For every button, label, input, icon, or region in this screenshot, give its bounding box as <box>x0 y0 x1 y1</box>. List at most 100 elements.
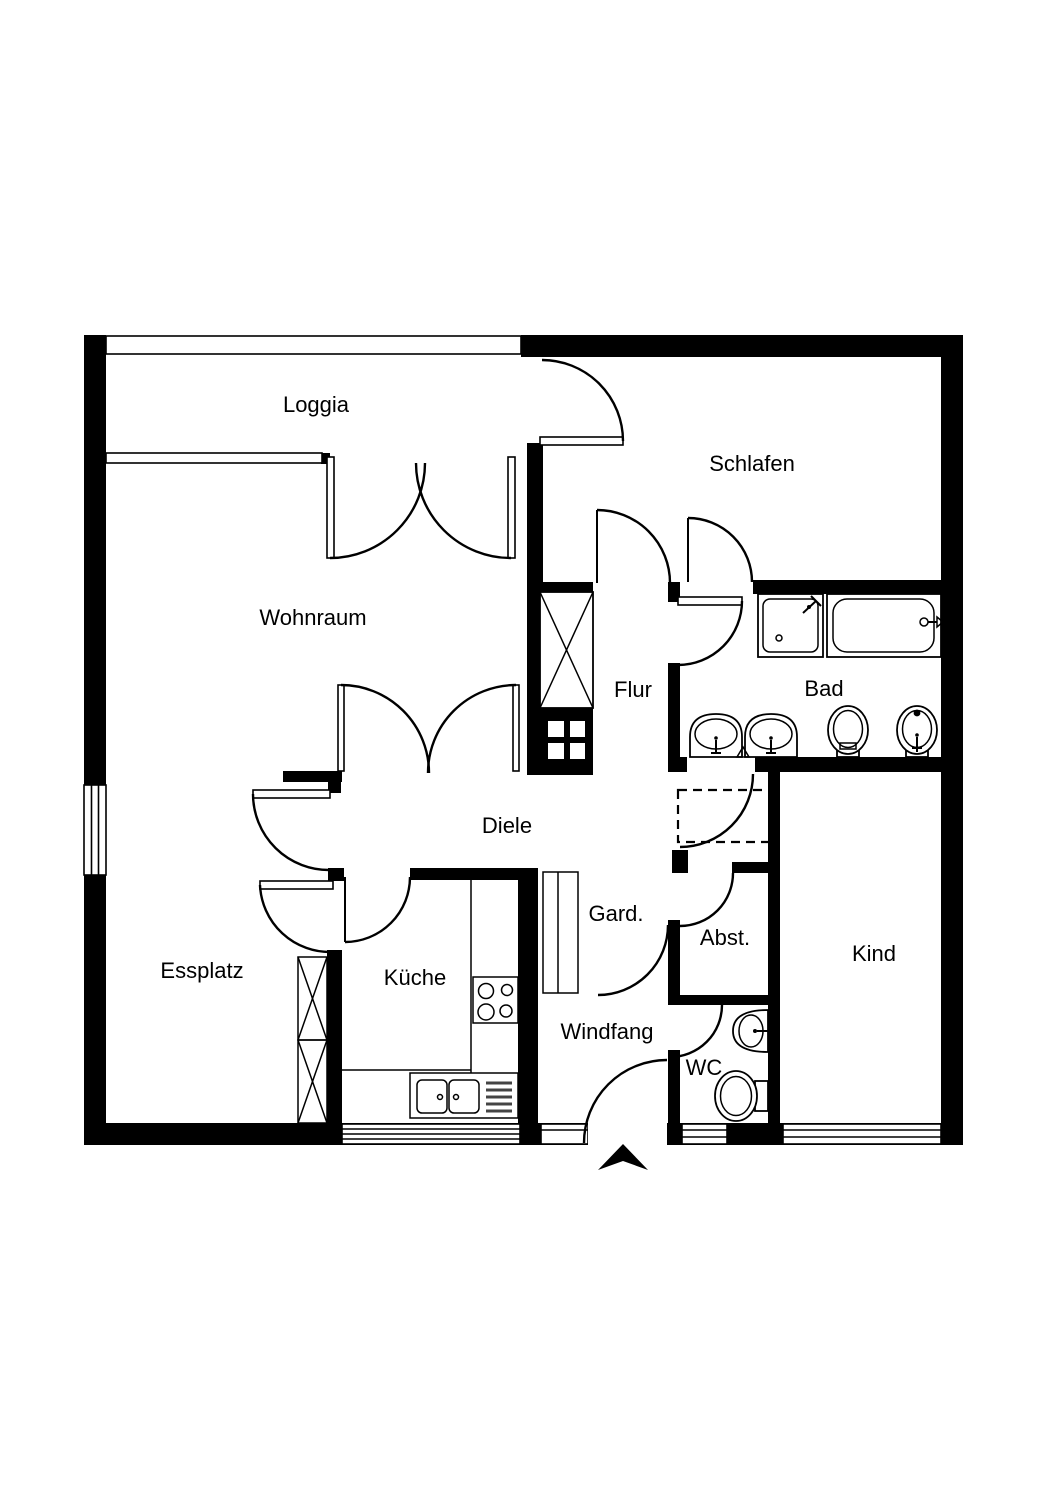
door-entrance <box>582 1058 668 1144</box>
door-leaf <box>512 684 520 772</box>
wc-sink-icon <box>732 1009 769 1053</box>
wall-bad-south-right <box>755 757 941 772</box>
room-label-abst: Abst. <box>700 925 750 950</box>
room-label-kueche: Küche <box>384 965 446 990</box>
loggia-railing <box>105 335 522 355</box>
washbasin-icon <box>689 713 743 758</box>
window-endblock <box>321 453 330 464</box>
door-arc <box>414 462 512 560</box>
wall-schlafen-west <box>527 443 543 775</box>
door-arc <box>258 884 333 954</box>
wall-wohnraum-stub <box>283 771 342 782</box>
shaft-icon <box>540 708 593 775</box>
room-label-kind: Kind <box>852 941 896 966</box>
wall-bad-south-left <box>668 757 687 772</box>
wc-toilet-icon <box>714 1070 769 1122</box>
door-essplatz-diele <box>251 789 331 872</box>
door-leaf <box>326 456 335 559</box>
stove-icon <box>472 976 519 1024</box>
french-door-loggia <box>326 456 516 560</box>
wall-stub-block1 <box>328 780 341 793</box>
wall-gard-abst <box>668 920 680 1005</box>
room-label-gard: Gard. <box>588 901 643 926</box>
room-label-flur: Flur <box>614 677 652 702</box>
wall-windfang-wc <box>668 1050 680 1123</box>
wall-stub-block2 <box>328 868 344 881</box>
wall-top <box>521 335 963 357</box>
room-label-diele: Diele <box>482 813 532 838</box>
room-label-loggia: Loggia <box>283 392 350 417</box>
door-arc <box>597 924 670 997</box>
door-kueche <box>344 876 412 944</box>
door-leaf <box>539 436 624 446</box>
wall-kind-west <box>768 757 780 1123</box>
door-bad <box>677 596 744 667</box>
wardrobe-icon <box>539 591 594 709</box>
kitchen-counter <box>342 880 472 1073</box>
walls <box>84 335 963 1145</box>
door-flur-schlafen-2 <box>687 516 754 583</box>
cabinet-icon <box>297 956 328 1124</box>
entrance-opening <box>588 1122 667 1146</box>
room-labels: Loggia Schlafen Wohnraum Flur Bad Diele … <box>160 392 896 1080</box>
entrance-threshold <box>540 1123 589 1145</box>
door-wc <box>669 1004 724 1059</box>
door-leaf <box>337 684 345 772</box>
wall-schlafen-south-mid <box>668 582 680 596</box>
wall-abst-north <box>732 862 768 873</box>
window-left-wall <box>83 784 107 876</box>
wall-schlafen-south-right <box>753 580 941 594</box>
room-label-wc: WC <box>686 1055 723 1080</box>
basin-divider <box>735 745 751 758</box>
door-leaf <box>252 789 331 799</box>
loggia-window <box>105 452 323 464</box>
door-arc <box>426 683 517 774</box>
windows <box>83 335 942 1146</box>
window-kind <box>782 1123 942 1145</box>
window-wc <box>681 1123 728 1145</box>
kitchen-sink-icon <box>409 1072 519 1119</box>
door-windfang <box>597 924 670 997</box>
wall-right <box>941 335 963 1145</box>
door-arc <box>679 872 735 928</box>
toilet-icon <box>827 705 869 758</box>
wall-kueche-east <box>518 868 538 1123</box>
door-arc <box>541 358 625 442</box>
washbasin-icon <box>744 713 798 758</box>
bidet-icon <box>896 705 938 758</box>
door-flur-schlafen-1 <box>596 508 672 584</box>
window-kueche <box>341 1123 521 1145</box>
shower-icon <box>757 593 824 658</box>
door-arc <box>687 516 754 583</box>
wall-essplatz-kueche <box>327 950 342 1123</box>
wall-abst-north-stub <box>672 850 688 873</box>
door-arc <box>344 876 412 944</box>
double-door-wohnraum-diele <box>337 683 520 774</box>
wall-flur-bad-stub <box>668 594 680 602</box>
wall-wc-north <box>668 995 780 1005</box>
fixtures <box>409 593 945 1122</box>
door-leaf <box>259 880 334 890</box>
door-abst <box>679 872 735 928</box>
wall-schlafen-south-left <box>527 582 593 594</box>
room-label-schlafen: Schlafen <box>709 451 795 476</box>
door-leaf <box>677 596 743 606</box>
door-arc <box>669 1004 724 1059</box>
door-arc <box>679 773 755 849</box>
door-leaf <box>507 456 516 559</box>
built-ins <box>297 591 594 1124</box>
entrance-arrow-icon <box>598 1144 648 1170</box>
room-label-essplatz: Essplatz <box>160 958 243 983</box>
door-arc <box>582 1058 668 1144</box>
door-arc <box>677 600 744 667</box>
dashed-cupboard <box>676 788 775 844</box>
doors <box>251 358 775 1144</box>
wall-bottom <box>84 1123 963 1145</box>
door-arc <box>596 508 672 584</box>
room-label-bad: Bad <box>804 676 843 701</box>
door-arc <box>329 462 427 560</box>
bathtub-icon <box>826 593 945 658</box>
wall-flur-bad <box>668 663 680 759</box>
